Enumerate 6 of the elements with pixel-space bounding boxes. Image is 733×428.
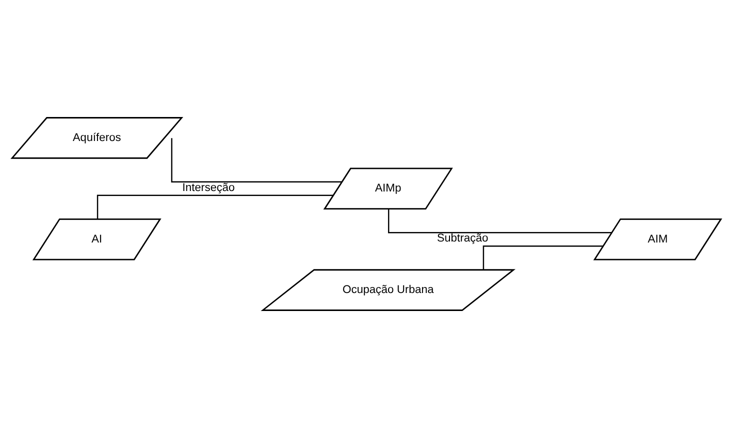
connector	[171, 138, 342, 183]
connector	[388, 209, 612, 234]
connector	[96, 194, 334, 219]
edge-label: Interseção	[182, 182, 235, 194]
connector	[482, 245, 604, 270]
edge-label: Subtração	[436, 232, 488, 245]
